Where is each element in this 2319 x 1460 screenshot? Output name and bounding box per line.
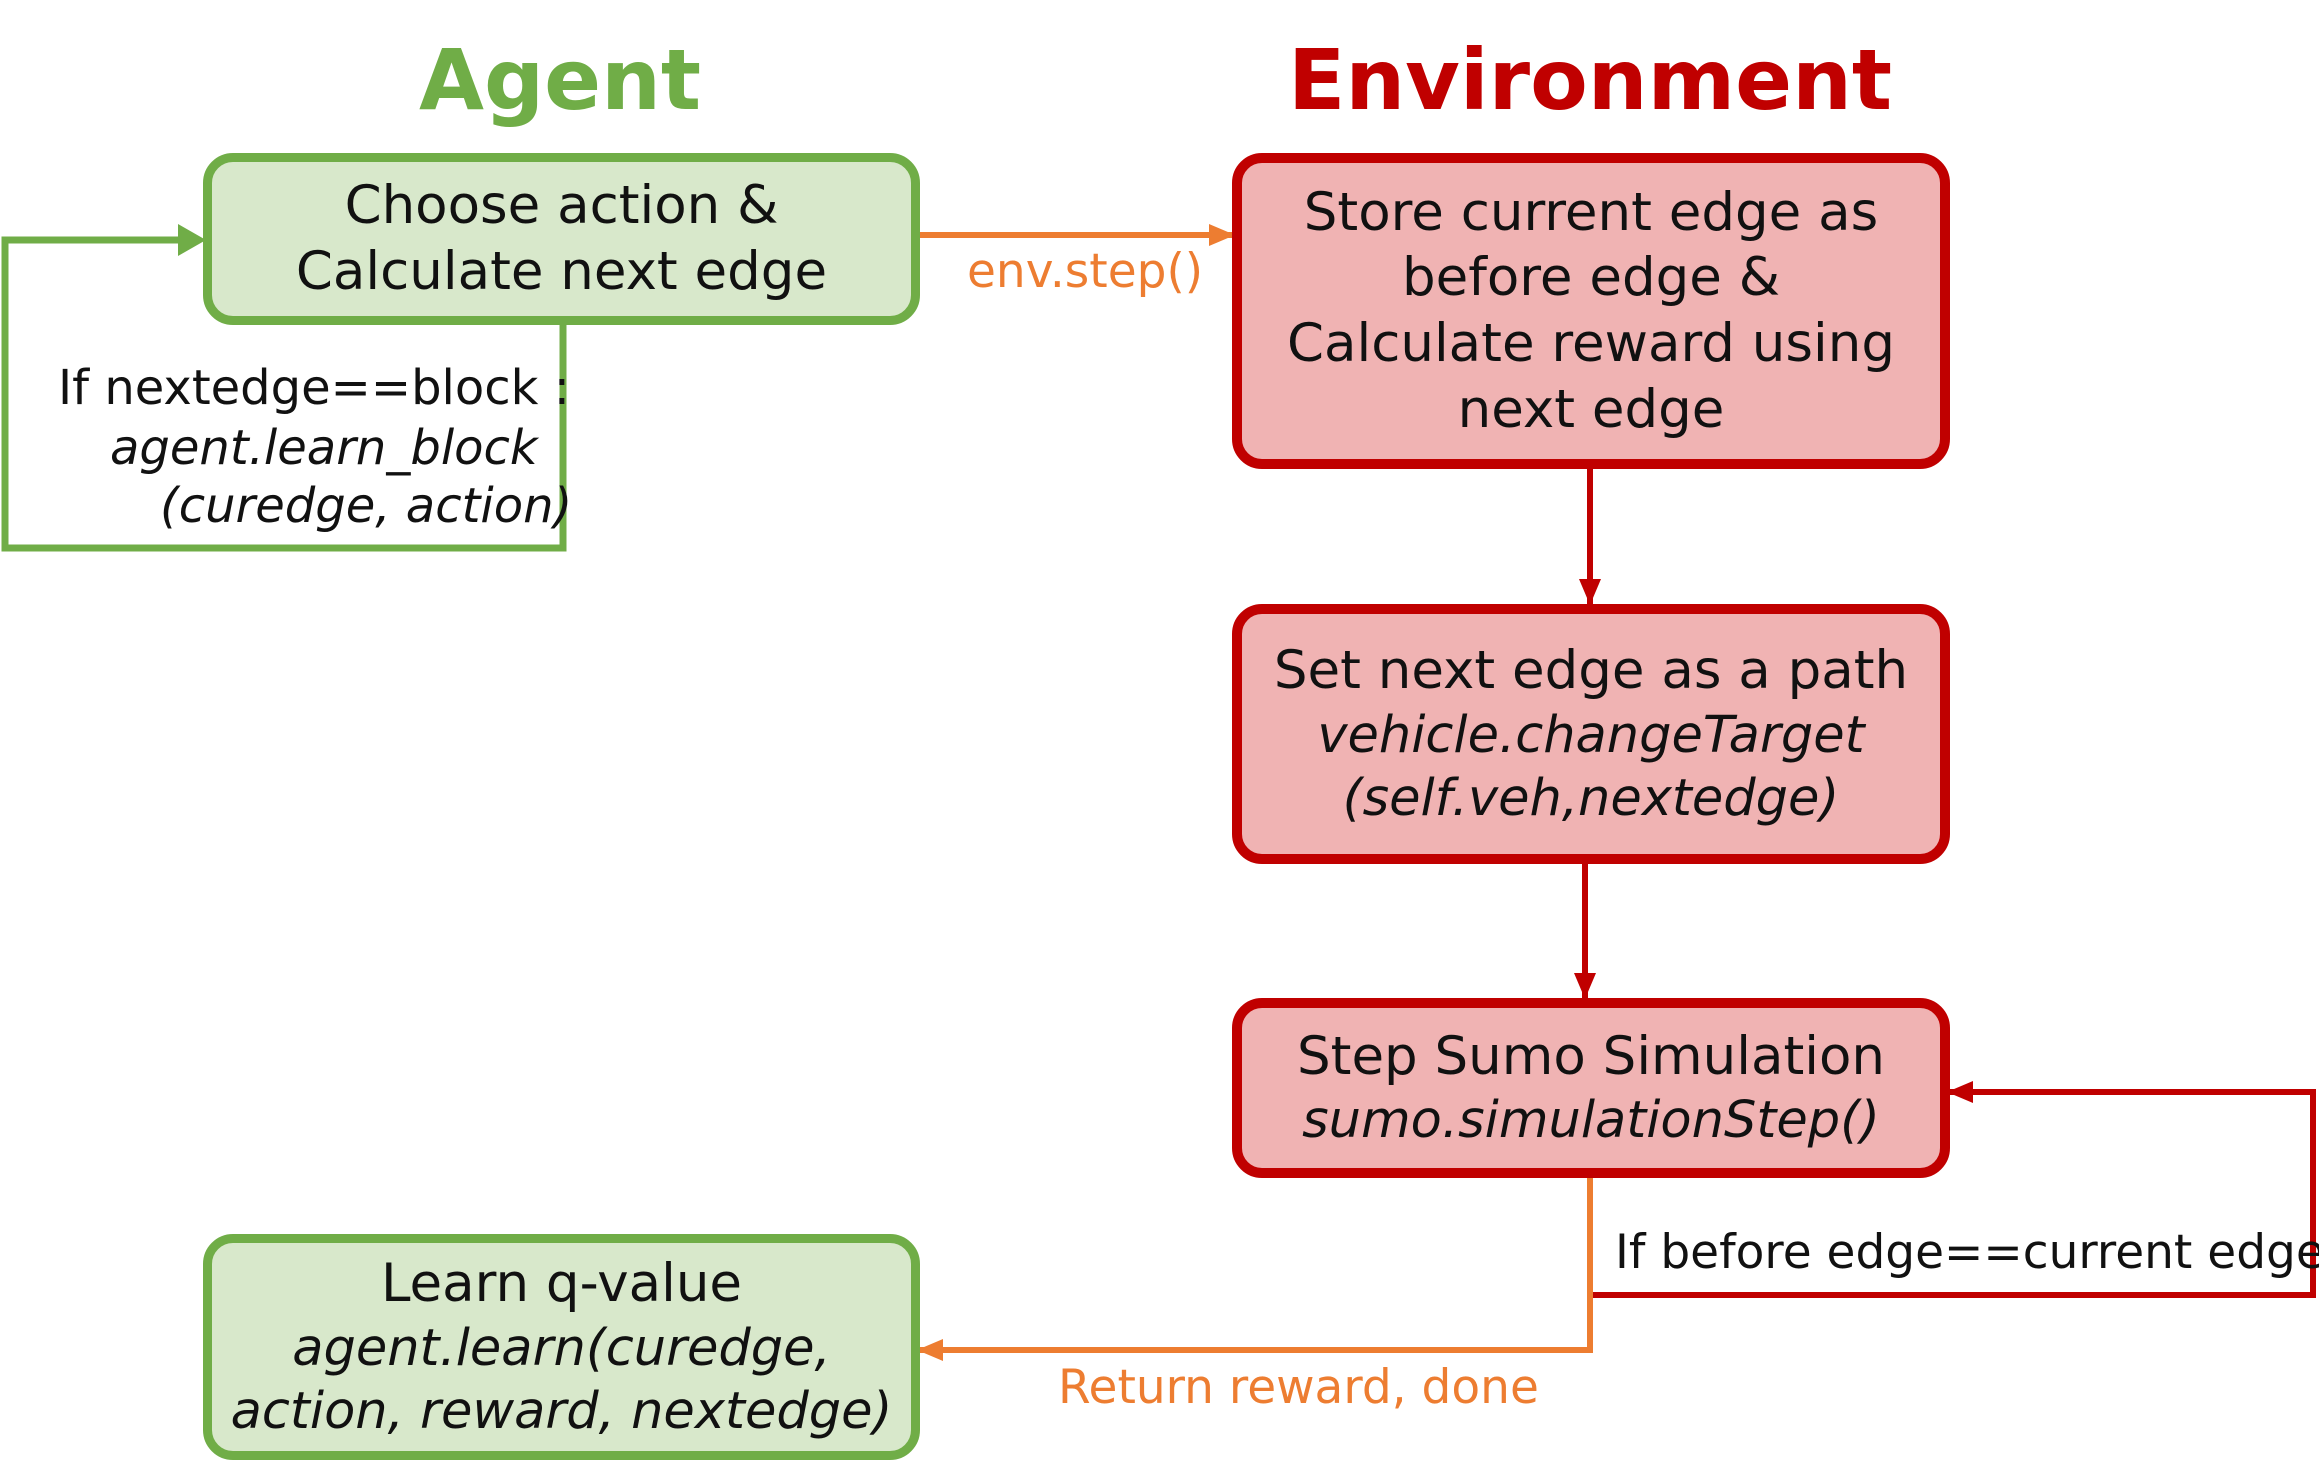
learn-q-value-call-line1: agent.learn(curedge, xyxy=(292,1318,831,1378)
learn-q-value-line1: Learn q-value xyxy=(380,1252,743,1314)
env-step-label: env.step() xyxy=(967,244,1204,299)
block-loop-line xyxy=(1,236,567,552)
agent-header: Agent xyxy=(418,31,702,129)
block-condition-label: If nextedge==block : xyxy=(58,360,570,416)
block-call-label-1: agent.learn_block xyxy=(110,420,538,476)
store-edge-line3: Calculate reward using xyxy=(1287,313,1895,374)
environment-header: Environment xyxy=(1287,31,1893,129)
store-edge-line2: before edge & xyxy=(1401,247,1781,309)
store-edge-line1: Store current edge as xyxy=(1303,181,1879,243)
set-path-call-line2: (self.veh,nextedge) xyxy=(1342,768,1840,828)
learn-q-value-box: Learn q-value agent.learn(curedge, actio… xyxy=(203,1234,920,1460)
return-label: Return reward, done xyxy=(1058,1360,1539,1415)
set-path-box: Set next edge as a path vehicle.changeTa… xyxy=(1232,604,1950,864)
step-simulation-box: Step Sumo Simulation sumo.simulationStep… xyxy=(1232,998,1950,1178)
learn-q-value-call-line2: action, reward, nextedge) xyxy=(230,1381,893,1441)
step-simulation-line1: Step Sumo Simulation xyxy=(1297,1025,1885,1087)
choose-action-line1: Choose action & xyxy=(344,175,779,237)
block-call-label-2: (curedge, action) xyxy=(160,478,573,534)
choose-action-line2: Calculate next edge xyxy=(295,241,828,302)
block-loop-arrowhead xyxy=(178,224,206,256)
set-path-call-line1: vehicle.changeTarget xyxy=(1317,705,1865,765)
choose-action-box: Choose action & Calculate next edge xyxy=(203,153,920,325)
store-edge-line4: next edge xyxy=(1457,378,1725,440)
return-arrow xyxy=(917,1175,1593,1361)
step-simulation-call: sumo.simulationStep() xyxy=(1302,1091,1880,1151)
store-edge-box: Store current edge as before edge & Calc… xyxy=(1232,153,1950,469)
set-path-line1: Set next edge as a path xyxy=(1273,639,1909,701)
sim-loop-condition-label: If before edge==current edge xyxy=(1615,1225,2319,1280)
